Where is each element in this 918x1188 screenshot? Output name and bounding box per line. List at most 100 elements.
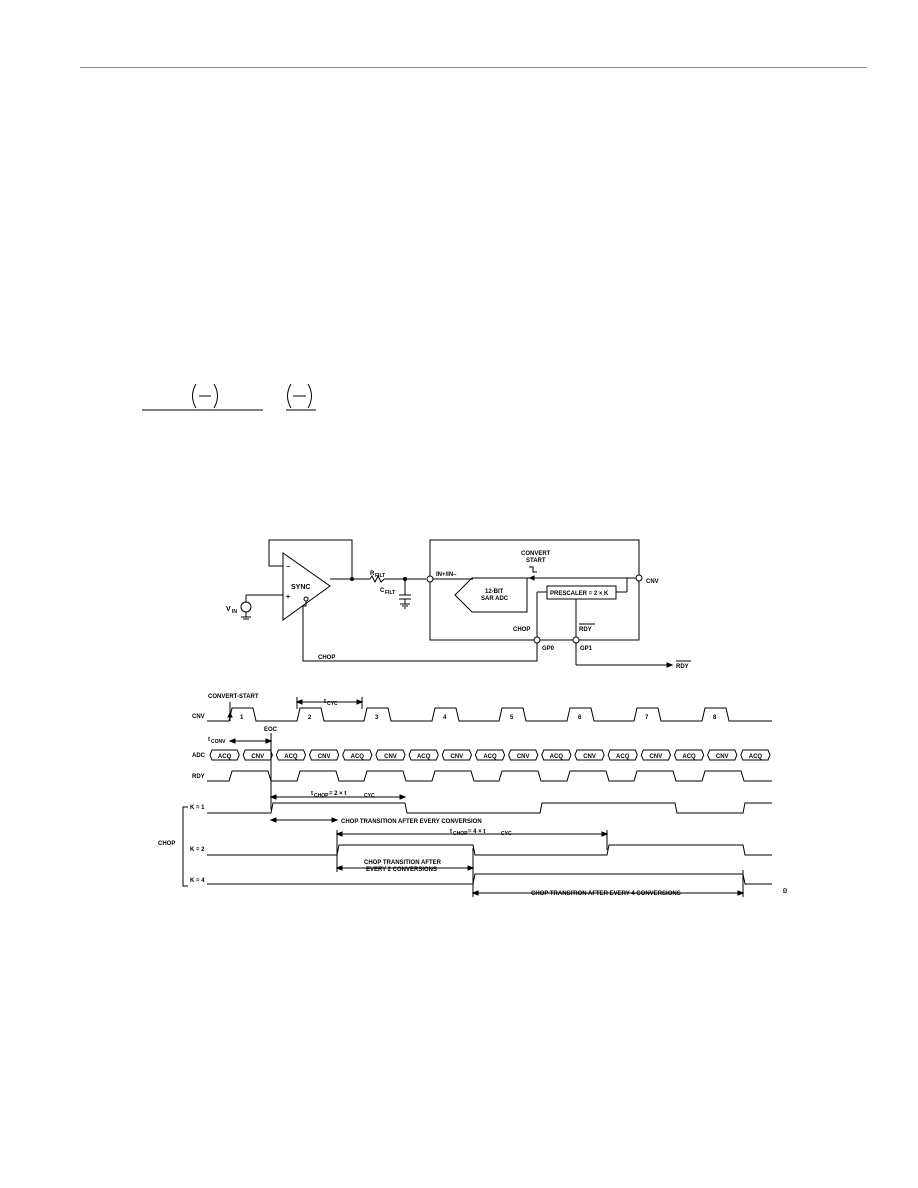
sar-adc	[454, 577, 528, 613]
adc-state-label: ACQ	[682, 754, 696, 760]
adc-bus-segment	[707, 749, 738, 761]
cnv-pulse-number: 2	[308, 715, 312, 721]
rdy-pin-label: RDY	[579, 627, 592, 633]
cfilt-label: C	[380, 588, 385, 594]
tconv-label: t	[208, 737, 210, 743]
cnv-pulse-number: 7	[645, 715, 649, 721]
gp0-label: GP0	[542, 646, 555, 652]
adc-state-label: CNV	[384, 754, 397, 760]
adc-line1: 12-BIT	[485, 589, 504, 595]
rdy-waveform	[207, 770, 772, 782]
k1-label: K = 1	[190, 805, 205, 811]
adc-state-label: ACQ	[417, 754, 431, 760]
vin-source	[240, 601, 252, 613]
note-k4: CHOP TRANSITION AFTER EVERY 4 CONVERSION…	[531, 891, 681, 897]
chop-wire	[302, 601, 538, 662]
cnv-pulse-number: 3	[375, 715, 379, 721]
amp-minus: −	[286, 564, 290, 571]
rdy-output-label: RDY	[676, 664, 689, 670]
tcyc-label: t	[324, 699, 326, 705]
prescaler-label: PRESCALER = 2 × K	[550, 591, 609, 597]
adc-bus-segment	[441, 749, 472, 761]
adc-bus-segment	[242, 749, 273, 761]
adc-state-label: ACQ	[550, 754, 564, 760]
adc-bus-segment	[375, 749, 406, 761]
rfilt-label: R	[370, 571, 375, 577]
paren-right-2	[307, 383, 312, 409]
chop-k2-waveform	[207, 844, 772, 856]
adc-state-label: ACQ	[483, 754, 497, 760]
cnv-pulse-number: 8	[713, 715, 717, 721]
adc-state-label: CNV	[650, 754, 663, 760]
chop-bracket	[182, 806, 188, 887]
adc-state-label: CNV	[450, 754, 463, 760]
row-rdy-label: RDY	[192, 774, 205, 780]
convert-start-label: CONVERT-START	[208, 694, 259, 700]
adc-state-label: ACQ	[351, 754, 365, 760]
cnv-pulse-number: 4	[443, 715, 447, 721]
adc-state-label: ACQ	[616, 754, 630, 760]
adc-state-label: CNV	[318, 754, 331, 760]
tchop2-sub: CHOP	[453, 831, 468, 837]
rfilt-resistor	[369, 574, 385, 584]
tconv-sub: CONV	[211, 739, 226, 745]
feedback-wire	[268, 539, 353, 579]
tchop1-label: t	[311, 791, 313, 797]
eoc-label: EOC	[264, 727, 278, 733]
tchop1-rest: = 2 × t	[329, 791, 346, 797]
adc-bus-segment	[740, 749, 771, 761]
paren-right-1	[213, 383, 218, 409]
note-k1: CHOP TRANSITION AFTER EVERY CONVERSION	[341, 819, 482, 825]
gp1-label: GP1	[580, 646, 593, 652]
vin-sub: IN	[232, 609, 237, 615]
adc-state-label: ACQ	[284, 754, 298, 760]
amp-label: SYNC	[291, 584, 310, 591]
header-rule	[80, 67, 867, 68]
adc-bus-segment	[275, 749, 307, 761]
amp-plus: +	[286, 594, 290, 601]
tchop2-label: t	[450, 829, 452, 835]
row-cnv-label: CNV	[192, 714, 205, 720]
adc-bus-segment	[541, 749, 572, 761]
tcyc-sub: CYC	[327, 701, 338, 707]
cnv-pulse-number: 1	[240, 715, 244, 721]
k2-label: K = 2	[190, 847, 205, 853]
adc-bus-segment	[640, 749, 672, 761]
vin-label: V	[226, 606, 231, 613]
adc-bus-segment	[209, 749, 240, 761]
equation-fragment	[142, 383, 316, 411]
cnv-pin-label: CNV	[646, 579, 659, 585]
adc-bus-segment	[474, 749, 506, 761]
paren-left-1	[192, 383, 197, 409]
adc-state-label: CNV	[251, 754, 264, 760]
paren-left-2	[287, 383, 292, 409]
adc-bus-segment	[574, 749, 605, 761]
cfilt-sub: FILT	[385, 590, 395, 596]
adc-state-label: ACQ	[749, 754, 763, 760]
row-adc-label: ADC	[192, 753, 206, 759]
chop-pin-label: CHOP	[513, 627, 530, 633]
k4-label: K = 4	[190, 878, 205, 884]
adc-state-label: CNV	[517, 754, 530, 760]
chop-k1-waveform	[207, 802, 772, 814]
tchop2-rest: = 4 × t	[468, 829, 485, 835]
note-k2-line1: CHOP TRANSITION AFTER	[364, 860, 442, 866]
adc-bus-segment	[508, 749, 539, 761]
adc-bus-segment	[607, 749, 638, 761]
convert-start-line2: START	[526, 558, 546, 564]
rfilt-sub: FILT	[375, 573, 385, 579]
note-k2-line2: EVERY 2 CONVERSIONS	[366, 867, 437, 873]
chop-k4-waveform	[207, 873, 772, 885]
tchop1-sub2: CYC	[364, 793, 375, 799]
figure-id: ID	[783, 888, 789, 893]
adc-bus-segment	[673, 749, 705, 761]
chop-line-label: CHOP	[318, 655, 335, 661]
adc-line2: SAR ADC	[481, 596, 509, 602]
tchop1-sub: CHOP	[314, 793, 329, 799]
cnv-pulse-number: 6	[578, 715, 582, 721]
in-pin-label: IN+/IN–	[436, 572, 457, 578]
adc-bus-segment	[408, 749, 439, 761]
